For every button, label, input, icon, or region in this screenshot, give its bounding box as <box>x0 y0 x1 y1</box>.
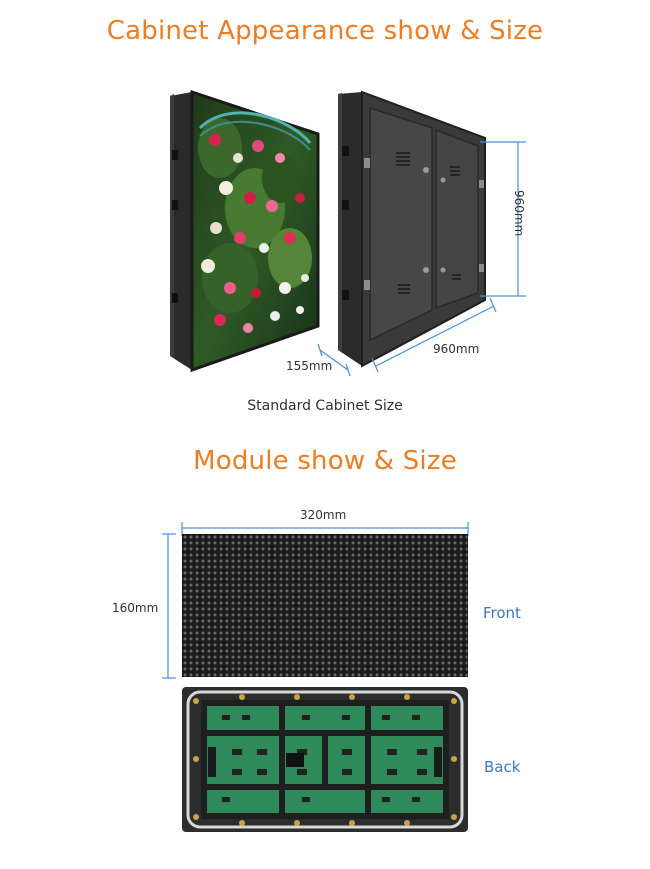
cabinet-heading: Cabinet Appearance show & Size <box>106 16 544 46</box>
module-heading: Module show & Size <box>193 446 457 476</box>
cabinet-depth-label: 155mm <box>286 359 333 373</box>
cabinet-caption: Standard Cabinet Size <box>247 398 403 414</box>
module-back-label: Back <box>484 758 521 776</box>
module-back-image <box>182 687 468 832</box>
module-height-label: 160mm <box>112 601 159 615</box>
cabinet-height-label: 960mm <box>512 190 526 237</box>
module-front-label: Front <box>483 604 521 622</box>
cabinet-width-label: 960mm <box>433 342 480 356</box>
cabinet-back-image <box>338 90 486 368</box>
module-width-label: 320mm <box>300 508 347 522</box>
cabinet-front-image <box>170 89 320 373</box>
cabinet-dimension-lines <box>317 141 526 377</box>
module-front-image <box>182 534 468 677</box>
